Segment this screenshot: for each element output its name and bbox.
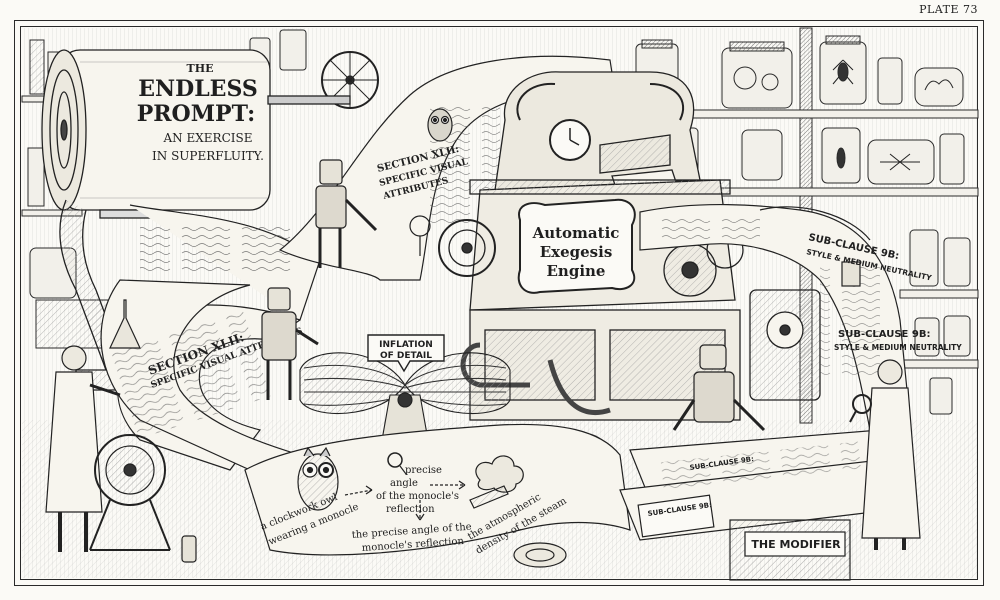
right-scroll-heading-lower: SUB-CLAUSE 9B: STYLE & MEDIUM NEUTRALITY: [834, 329, 962, 352]
inner-frame: [20, 26, 978, 580]
title-roll: [41, 49, 379, 391]
lower-right-subclause: SUB-CLAUSE 9B:: [838, 329, 930, 340]
left-scroll: [100, 204, 321, 471]
right-scroll: [639, 203, 911, 431]
robot-upper: [315, 159, 378, 268]
lower-right-subclause-sub: STYLE & MEDIUM NEUTRALITY: [834, 343, 962, 352]
exegesis-engine: [438, 71, 821, 461]
left-shelves: [21, 29, 307, 349]
title-line-5: IN SUPERFLUITY.: [152, 149, 264, 163]
monocle-text-1: precise: [405, 465, 442, 476]
plate-number: PLATE 73: [919, 3, 978, 16]
robot-middle: [261, 287, 319, 400]
bottom-scroll: [244, 423, 631, 568]
monocle-text-3: of the monocle's: [376, 491, 459, 502]
plaque-line-2: Exegesis: [540, 243, 613, 261]
figures: [45, 159, 921, 563]
plaque-line-3: Engine: [547, 262, 606, 280]
title-line-4: AN EXERCISE: [163, 131, 253, 145]
monocle-text-2: angle: [390, 478, 418, 489]
modifier-conveyor: [619, 429, 901, 581]
bellows-label: INFLATION OF DETAIL: [379, 340, 433, 361]
right-scientist: [849, 359, 921, 550]
inflation-bellows: [299, 334, 511, 441]
outer-frame: [14, 20, 984, 586]
left-scientist: [45, 345, 121, 552]
title-line-1: THE: [187, 62, 214, 75]
modifier-label: THE MODIFIER: [751, 538, 841, 551]
bellows-label-line-1: INFLATION: [379, 340, 433, 350]
bellows-label-line-2: OF DETAIL: [380, 351, 432, 361]
robot-lower: [672, 344, 766, 432]
title-line-3: PROMPT:: [137, 101, 256, 127]
plaque-line-1: Automatic: [532, 224, 620, 242]
title-line-2: ENDLESS: [138, 76, 258, 102]
engine-plaque-text: Automatic Exegesis Engine: [532, 224, 620, 280]
monocle-text-4: reflection: [386, 504, 435, 515]
title-roll-text: THE ENDLESS PROMPT: AN EXERCISE IN SUPER…: [137, 62, 264, 163]
